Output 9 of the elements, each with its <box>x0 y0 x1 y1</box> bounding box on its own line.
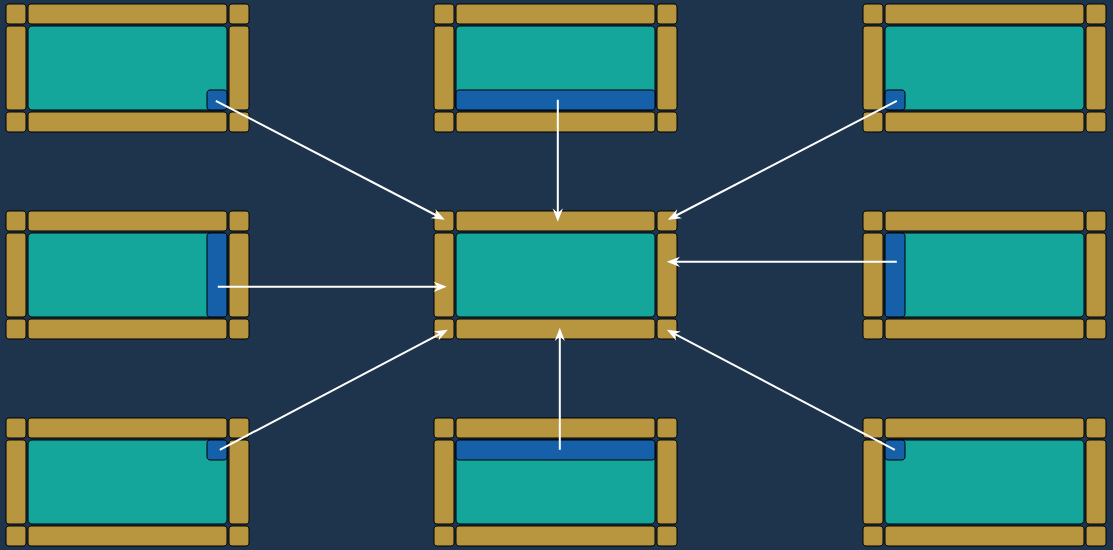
frame-drawing <box>5 3 250 133</box>
frame-drawing <box>433 3 678 133</box>
frame-drawing <box>862 417 1107 547</box>
frame-drawing <box>5 417 250 547</box>
frame-drawing <box>433 210 678 340</box>
frame-drawing <box>862 210 1107 340</box>
frame-drawing <box>433 417 678 547</box>
frame-drawing <box>862 3 1107 133</box>
frame-drawing <box>5 210 250 340</box>
